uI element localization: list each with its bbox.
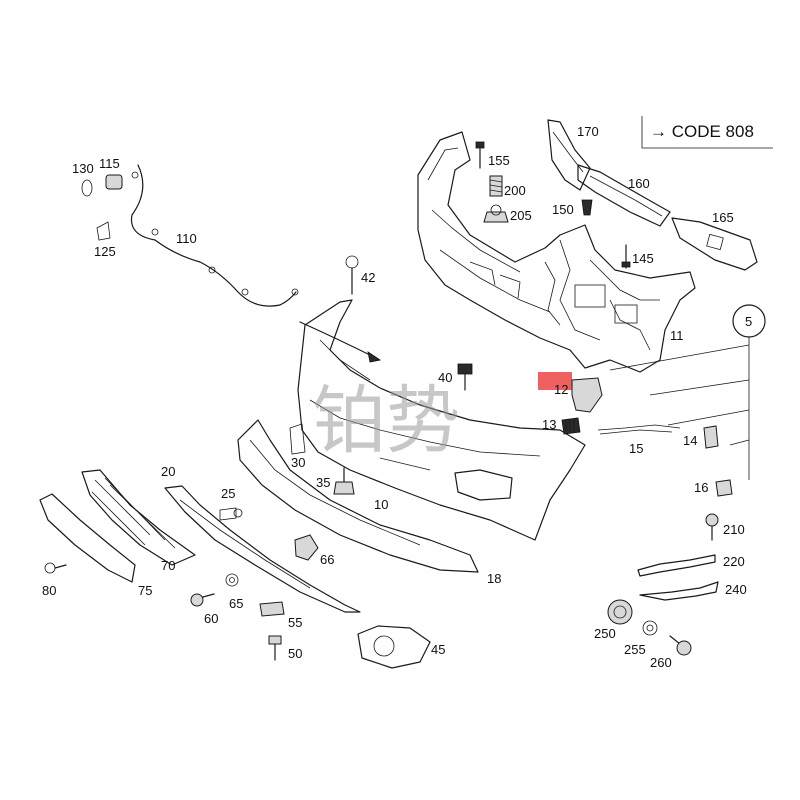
spring-13 — [561, 417, 581, 435]
harness-arrow — [299, 321, 382, 363]
strip-15 — [597, 424, 681, 435]
label-150: 150 — [552, 202, 574, 217]
label-15: 15 — [629, 441, 643, 456]
clip-150 — [581, 199, 593, 216]
label-42: 42 — [361, 270, 375, 285]
bolt-42 — [345, 255, 359, 295]
label-210: 210 — [723, 522, 745, 537]
nut-205 — [483, 204, 509, 223]
code-808-text: → CODE 808 — [650, 122, 754, 141]
bracket-165 — [671, 217, 758, 271]
sensor-130 — [81, 179, 93, 197]
label-110: 110 — [176, 231, 197, 246]
label-11: 11 — [670, 328, 684, 343]
label-130: 130 — [72, 161, 94, 176]
label-18: 18 — [487, 571, 501, 586]
label-115: 115 — [99, 156, 120, 171]
clip-55 — [259, 601, 285, 617]
sensor-holder-250 — [607, 599, 633, 625]
label-55: 55 — [288, 615, 302, 630]
screw-50 — [268, 635, 282, 661]
panel-75 — [39, 493, 136, 583]
bolt-35 — [333, 467, 355, 495]
screw-145 — [621, 244, 631, 269]
label-40: 40 — [438, 370, 452, 385]
label-65: 65 — [229, 596, 243, 611]
highlight-12 — [538, 372, 572, 390]
bumper-carrier-11 — [417, 131, 696, 373]
screw-60 — [190, 593, 215, 607]
strip-240 — [639, 581, 719, 601]
label-240: 240 — [725, 582, 747, 597]
label-66: 66 — [320, 552, 334, 567]
label-14: 14 — [683, 433, 697, 448]
label-60: 60 — [204, 611, 218, 626]
label-13: 13 — [542, 417, 556, 432]
bumper-cover-10 — [297, 299, 586, 541]
cap-125 — [96, 221, 111, 241]
label-16: 16 — [694, 480, 708, 495]
label-12: 12 — [554, 382, 568, 397]
label-70: 70 — [161, 558, 175, 573]
label-25: 25 — [221, 486, 235, 501]
label-145: 145 — [632, 251, 654, 266]
sensor-115 — [105, 174, 123, 190]
spring-200 — [489, 175, 503, 197]
fog-grille-45 — [357, 625, 431, 669]
washer-255 — [642, 620, 658, 636]
screw-40 — [457, 363, 473, 391]
label-170: 170 — [577, 124, 599, 139]
label-80: 80 — [42, 583, 56, 598]
cap-30 — [289, 423, 306, 455]
bracket-14 — [703, 425, 719, 449]
label-250: 250 — [594, 626, 616, 641]
bracket-66 — [294, 534, 319, 561]
label-165: 165 — [712, 210, 734, 225]
label-5: 5 — [745, 314, 752, 329]
bolt-260 — [669, 635, 692, 656]
screw-155 — [475, 141, 485, 169]
watermark: 铂势 — [312, 378, 460, 464]
label-160: 160 — [628, 176, 650, 191]
washer-65 — [225, 573, 239, 587]
strip-220 — [637, 554, 716, 577]
label-20: 20 — [161, 464, 175, 479]
label-35: 35 — [316, 475, 330, 490]
bracket-20 — [164, 485, 361, 613]
label-220: 220 — [723, 554, 745, 569]
screw-80 — [44, 562, 67, 574]
label-45: 45 — [431, 642, 445, 657]
mount-12 — [571, 377, 603, 413]
label-260: 260 — [650, 655, 672, 670]
part-labels: 130 115 125 110 42 40 30 35 10 20 25 66 … — [42, 124, 752, 670]
label-255: 255 — [624, 642, 646, 657]
spoiler-18 — [237, 419, 479, 573]
label-125: 125 — [94, 244, 116, 259]
absorber-160 — [577, 164, 671, 227]
clip-25 — [219, 507, 243, 521]
grille-70 — [81, 469, 196, 566]
label-10: 10 — [374, 497, 388, 512]
label-50: 50 — [288, 646, 302, 661]
screw-210 — [705, 513, 719, 541]
clip-16 — [715, 479, 733, 497]
wiring-harness-110 — [130, 164, 299, 307]
label-155: 155 — [488, 153, 510, 168]
label-205: 205 — [510, 208, 532, 223]
callout-5 — [609, 304, 766, 480]
label-200: 200 — [504, 183, 526, 198]
absorber-170 — [547, 119, 591, 191]
code-box: → CODE 808 — [641, 116, 773, 149]
label-75: 75 — [138, 583, 152, 598]
label-30: 30 — [291, 455, 305, 470]
